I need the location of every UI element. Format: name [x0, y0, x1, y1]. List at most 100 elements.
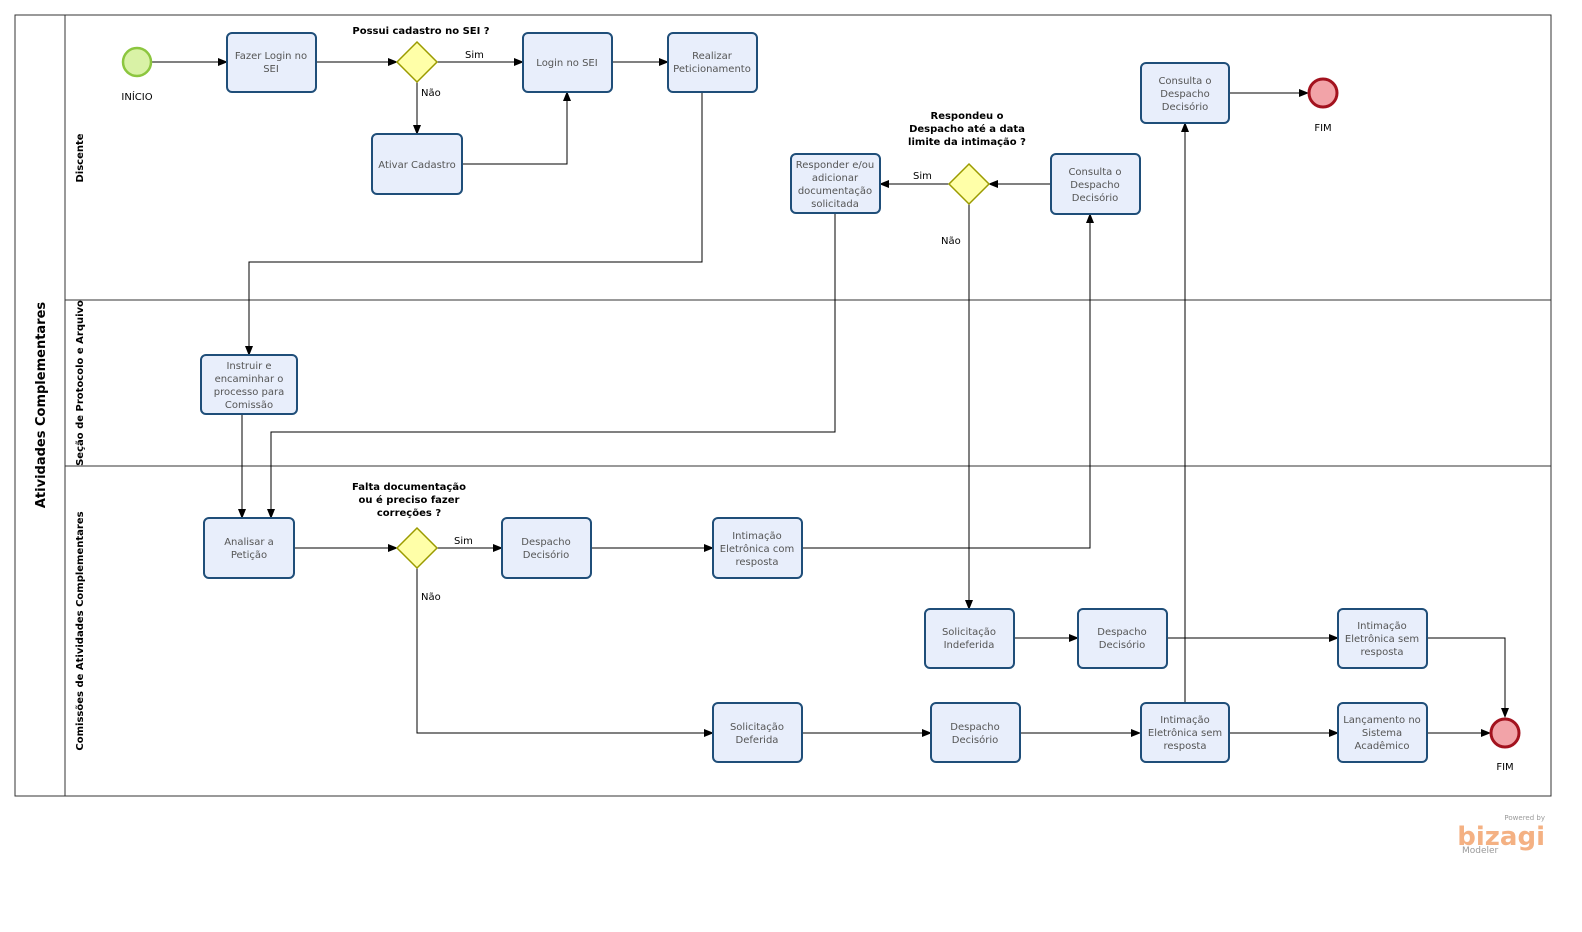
task-despacho-decisorio-1: Despacho Decisório [501, 517, 592, 579]
task-label: Acadêmico [1355, 740, 1410, 752]
gateway-falta-documentacao: Falta documentação ou é preciso fazer co… [352, 482, 466, 570]
sequence-flows [152, 58, 1509, 737]
task-label: Decisório [523, 549, 569, 561]
gateway-possui-cadastro: Possui cadastro no SEI ? [352, 26, 490, 84]
flow-label-g2-yes: Sim [913, 171, 932, 182]
gateway-question-line2: Despacho até a data [909, 123, 1025, 135]
task-label: Solicitação [942, 627, 996, 638]
bizagi-logo: bizagi [1457, 822, 1545, 852]
task-label: SEI [263, 64, 279, 75]
gateway-respondeu-despacho: Respondeu o Despacho até a data limite d… [908, 111, 1026, 206]
task-ativar-cadastro: Ativar Cadastro [371, 133, 463, 195]
task-label: Decisório [1099, 639, 1145, 651]
task-login-sei: Login no SEI [522, 32, 613, 93]
flow-label-g1-yes: Sim [465, 50, 484, 61]
task-label: Sistema [1362, 728, 1402, 739]
task-label: Eletrônica sem [1345, 633, 1419, 645]
lane-title-discente: Discente [75, 133, 86, 182]
task-label: encaminhar o [215, 374, 284, 385]
pool [14, 14, 1552, 797]
task-label: Despacho [950, 722, 1000, 733]
task-label: solicitada [811, 199, 859, 210]
task-label: Despacho [521, 537, 571, 548]
task-label: Decisório [1072, 192, 1118, 204]
flow-label-g2-no: Não [941, 236, 961, 247]
task-responder-documentacao: Responder e/ou adicionar documentação so… [790, 153, 881, 214]
flow-label-g3-yes: Sim [454, 536, 473, 547]
task-despacho-decisorio-3: Despacho Decisório [930, 702, 1021, 763]
task-label: resposta [736, 557, 779, 568]
task-label: Login no SEI [536, 58, 597, 69]
task-label: resposta [1164, 741, 1207, 752]
task-consulta-despacho-mid: Consulta o Despacho Decisório [1050, 153, 1141, 215]
task-label: Deferida [736, 735, 779, 746]
task-label: Lançamento no [1343, 715, 1421, 726]
gateway-question-line1: Falta documentação [352, 482, 466, 493]
bizagi-watermark: Powered by bizagi Modeler [1457, 814, 1545, 856]
task-despacho-decisorio-2: Despacho Decisório [1077, 608, 1168, 669]
start-event: INÍCIO [121, 46, 153, 103]
task-label: Eletrônica sem [1148, 727, 1222, 739]
task-fazer-login: Fazer Login no SEI [226, 32, 317, 93]
task-label: Analisar a [224, 537, 274, 548]
end-event-bottom: FIM [1489, 717, 1521, 773]
gateway-question-line2: ou é preciso fazer [359, 494, 460, 506]
task-intimacao-com-resposta: Intimação Eletrônica com resposta [712, 517, 803, 579]
task-realizar-peticionamento: Realizar Peticionamento [667, 32, 758, 93]
gateway-question: Possui cadastro no SEI ? [352, 26, 489, 37]
task-label: Instruir e [226, 361, 271, 372]
task-label: Despacho [1160, 89, 1210, 100]
task-label: resposta [1361, 647, 1404, 658]
flow-responder-analisar [267, 213, 836, 519]
flow-g3-no [416, 568, 714, 737]
lane-title-comissoes: Comissões de Atividades Complementares [75, 511, 86, 750]
end-event-top-label: FIM [1314, 123, 1331, 134]
task-label: processo para [214, 387, 284, 398]
task-lancamento-sistema: Lançamento no Sistema Acadêmico [1337, 702, 1428, 763]
pool-title: Atividades Complementares [34, 302, 49, 509]
task-label: Petição [231, 550, 267, 561]
task-label: Comissão [225, 400, 273, 411]
task-label: Ativar Cadastro [378, 160, 455, 171]
flow-realizar-instruir [245, 92, 703, 356]
lane-title-secao: Seção de Protocolo e Arquivo [75, 300, 86, 466]
gateway-question-line3: correções ? [377, 508, 441, 519]
task-label: Solicitação [730, 722, 784, 733]
task-intimacao-sem-resposta-1: Intimação Eletrônica sem resposta [1337, 608, 1428, 669]
task-label: Indeferida [944, 640, 995, 651]
task-label: adicionar [812, 173, 859, 184]
modeler-text: Modeler [1462, 846, 1499, 856]
gateway-question-line1: Respondeu o [931, 111, 1004, 122]
task-label: Fazer Login no [235, 51, 307, 62]
task-label: Despacho [1070, 180, 1120, 191]
task-label: Decisório [952, 734, 998, 746]
flow-intimacao-consulta [802, 213, 1094, 549]
task-label: documentação [798, 186, 872, 197]
powered-by-text: Powered by [1504, 814, 1545, 822]
start-event-label: INÍCIO [121, 90, 152, 103]
task-label: Realizar [692, 51, 733, 62]
task-label: Peticionamento [673, 64, 751, 75]
flow-intimacao-end [1427, 637, 1509, 718]
task-label: Consulta o [1068, 167, 1121, 178]
task-solicitacao-indeferida: Solicitação Indeferida [924, 608, 1015, 669]
gateway-question-line3: limite da intimação ? [908, 137, 1026, 148]
task-consulta-despacho-top: Consulta o Despacho Decisório [1140, 62, 1230, 124]
task-label: Decisório [1162, 101, 1208, 113]
task-intimacao-sem-resposta-2: Intimação Eletrônica sem resposta [1140, 702, 1230, 763]
flow-ativar-login [462, 91, 571, 165]
flow-label-g3-no: Não [421, 592, 441, 603]
task-label: Consulta o [1158, 76, 1211, 87]
task-label: Despacho [1097, 627, 1147, 638]
end-event-bottom-label: FIM [1496, 762, 1513, 773]
end-event-top: FIM [1307, 77, 1339, 134]
task-solicitacao-deferida: Solicitação Deferida [712, 702, 803, 763]
flow-label-g1-no: Não [421, 88, 441, 99]
task-label: Responder e/ou [796, 160, 874, 171]
task-label: Eletrônica com [720, 543, 794, 555]
task-label: Intimação [1357, 621, 1407, 632]
task-instruir-processo: Instruir e encaminhar o processo para Co… [200, 354, 298, 415]
task-label: Intimação [732, 531, 782, 542]
task-label: Intimação [1160, 715, 1210, 726]
